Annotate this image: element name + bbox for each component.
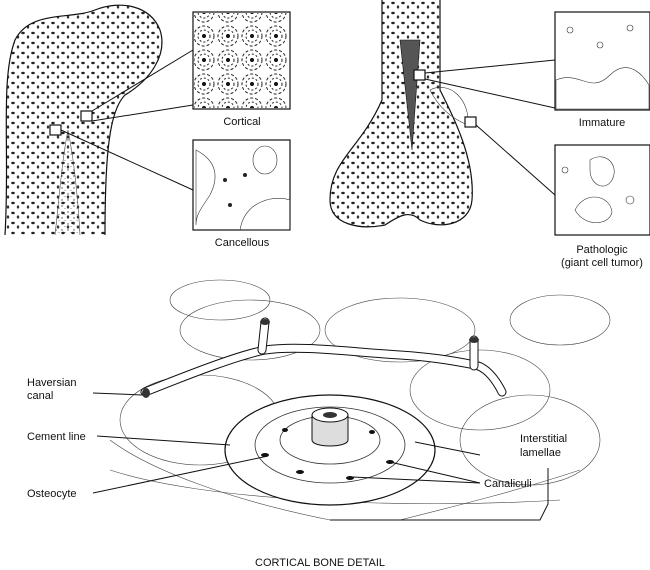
osteocyte-label: Osteocyte	[27, 488, 77, 500]
immature-label: Immature	[579, 117, 625, 129]
cortical-bone-detail-illustration	[109, 279, 611, 521]
figure-caption: CORTICAL BONE DETAIL	[255, 557, 385, 569]
immature-marker	[413, 69, 426, 81]
cancellous-marker	[49, 124, 62, 136]
cortical-marker	[80, 110, 93, 122]
pathologic-sublabel: (giant cell tumor)	[561, 257, 643, 269]
canaliculi-label: Canaliculi	[484, 478, 532, 490]
interstitial-lamellae-sublabel: lamellae	[520, 447, 561, 459]
immature-inset	[554, 11, 650, 111]
cortical-label: Cortical	[223, 116, 260, 128]
haversian-canal-label: Haversian	[27, 377, 77, 389]
pathologic-label: Pathologic	[576, 244, 628, 256]
cement-line-label: Cement line	[27, 431, 86, 443]
interstitial-lamellae-label: Interstitial	[520, 433, 567, 445]
haversian-canal-sublabel: canal	[27, 390, 53, 402]
femur-illustration	[4, 4, 194, 236]
cancellous-inset	[192, 139, 291, 231]
cancellous-label: Cancellous	[215, 237, 270, 249]
distal-femur-illustration	[329, 0, 556, 228]
pathologic-marker	[464, 116, 477, 128]
pathologic-inset	[554, 144, 650, 236]
